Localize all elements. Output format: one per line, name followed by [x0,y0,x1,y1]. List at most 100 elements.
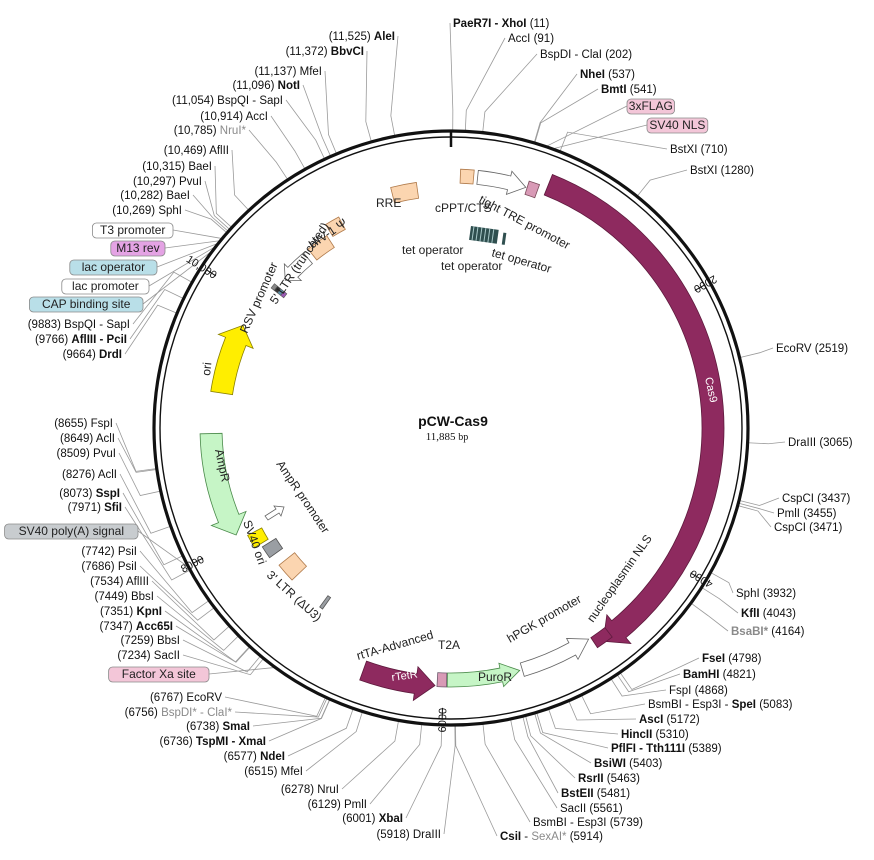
feature-puror[interactable] [446,662,521,688]
feature-ampr-promoter[interactable] [264,505,285,521]
site-label[interactable]: BsmBI - Esp3I (5739) [533,817,643,829]
site-label[interactable]: BsmBI - Esp3I - SpeI (5083) [648,699,793,711]
feature-hiv1-psi[interactable] [325,216,346,238]
site-leader-line [182,639,261,673]
site-label[interactable]: (10,297) PvuI [133,176,202,188]
feature-ori[interactable] [210,324,254,396]
site-label[interactable]: (7686) PsiI [81,561,137,573]
site-label[interactable]: FspI (4868) [669,685,728,697]
site-label[interactable]: (10,315) BaeI [142,161,212,173]
site-label[interactable]: (6577) NdeI [224,751,285,763]
site-label[interactable]: RsrII (5463) [578,773,640,785]
site-label[interactable]: (9664) DrdI [63,349,122,361]
site-label[interactable]: AccI (91) [508,33,554,45]
site-label[interactable]: BstXI (710) [670,144,728,156]
site-label[interactable]: (8276) AclI [62,469,117,481]
site-label[interactable]: (10,914) AccI [200,111,268,123]
site-label[interactable]: (10,269) SphI [112,205,182,217]
feature-rsv-promoter[interactable] [283,252,313,282]
boxed-label-frame [4,523,139,540]
site-label[interactable]: FseI (4798) [702,653,762,665]
site-leader-line [124,506,191,581]
site-label[interactable]: (11,372) BbvCI [286,46,364,58]
feature-layer [199,168,725,702]
boxed-label[interactable]: lac promoter [72,279,139,293]
site-label[interactable]: NheI (537) [580,69,635,81]
site-label[interactable]: (7234) SacII [117,650,180,662]
boxed-label[interactable]: T3 promoter [100,223,165,237]
site-label[interactable]: (10,282) BaeI [120,190,190,202]
site-label[interactable]: (7449) BbsI [95,591,154,603]
feature-rre[interactable] [390,181,420,204]
site-label[interactable]: SphI (3932) [736,588,796,600]
site-label[interactable]: BamHI (4821) [683,669,756,681]
site-label[interactable]: (6736) TspMI - XmaI [159,736,266,748]
site-label[interactable]: (5918) DraIII [376,829,441,841]
site-label[interactable]: KflI (4043) [741,608,796,620]
site-label[interactable]: (6129) PmlI [308,799,367,811]
boxed-label[interactable]: CAP binding site [42,297,131,311]
site-label[interactable]: (10,469) AflII [164,145,229,157]
site-label[interactable]: AscI (5172) [639,714,700,726]
boxed-label[interactable]: M13 rev [116,241,159,255]
site-label[interactable]: (6001) XbaI [342,813,403,825]
feature-sv40-polya[interactable] [261,537,284,559]
site-label[interactable]: (8655) FspI [54,418,113,430]
site-label[interactable]: (10,785) NruI* [174,125,247,137]
feature-hpgk-promoter[interactable] [519,638,590,677]
boxed-label[interactable]: SV40 poly(A) signal [19,524,124,538]
site-label[interactable]: BstXI (1280) [690,165,754,177]
site-label[interactable]: PflFI - Tth111I (5389) [611,743,722,755]
site-label[interactable]: CspCI (3437) [782,493,851,505]
feature-5ltr[interactable] [307,235,335,261]
site-label[interactable]: CsiI - SexAI* (5914) [500,831,603,843]
site-label[interactable]: PmlI (3455) [777,508,837,520]
site-label[interactable]: (7347) Acc65I [99,621,173,633]
feature-ampr[interactable] [199,432,247,536]
boxed-label[interactable]: 3xFLAG [629,99,673,113]
site-label[interactable]: (11,054) BspQI - SapI [172,95,283,107]
boxed-label[interactable]: lac operator [82,260,145,274]
feature-rtetr[interactable] [359,660,436,702]
site-label[interactable]: HincII (5310) [621,729,689,741]
site-label[interactable]: BspDI - ClaI (202) [540,49,632,61]
feature-t2a[interactable] [436,672,448,688]
site-label[interactable]: BstEII (5481) [561,788,630,800]
boxed-label[interactable]: Factor Xa site [122,667,196,681]
site-label[interactable]: (8509) PvuI [57,448,116,460]
site-leader-line [324,70,337,155]
site-label[interactable]: (11,096) NotI [232,80,300,92]
feature-nucleoplasmin-nls[interactable] [590,627,613,649]
feature-tight-tre-promoter[interactable] [476,170,527,196]
site-label[interactable]: (11,525) AleI [329,31,395,43]
site-label[interactable]: EcoRV (2519) [776,343,848,355]
tet-operator-block[interactable] [469,226,507,245]
site-label[interactable]: (8073) SspI [59,488,120,500]
site-label[interactable]: CspCI (3471) [774,522,843,534]
site-label[interactable]: SacII (5561) [560,803,623,815]
boxed-label[interactable]: SV40 NLS [649,118,705,132]
site-label[interactable]: (8649) AclI [60,433,115,445]
feature-cppt-cts[interactable] [459,168,475,185]
site-label[interactable]: BsaBI* (4164) [731,626,805,638]
feature-sv40-nls-mark[interactable] [524,180,541,199]
site-label[interactable]: (6278) NruI [281,784,339,796]
site-label[interactable]: (6767) EcoRV [150,692,222,704]
site-label[interactable]: (9766) AflIII - PciI [35,334,127,346]
site-label[interactable]: DraIII (3065) [788,437,853,449]
site-label[interactable]: (11,137) MfeI [254,66,322,78]
site-label[interactable]: BsiWI (5403) [594,758,663,770]
site-label[interactable]: (7742) PsiI [81,546,137,558]
site-label[interactable]: (6738) SmaI [186,721,250,733]
site-label[interactable]: (6756) BspDI* - ClaI* [125,707,233,719]
feature-sv40-ori[interactable] [247,527,269,549]
site-label[interactable]: (7351) KpnI [100,606,162,618]
site-label[interactable]: (6515) MfeI [244,766,303,778]
site-label[interactable]: (7259) BbsI [121,635,180,647]
site-label[interactable]: (9883) BspQI - SapI [28,319,130,331]
site-label[interactable]: (7534) AflIII [90,576,149,588]
feature-3ltr[interactable] [278,552,308,581]
site-label[interactable]: PaeR7I - XhoI (11) [453,18,549,30]
site-label[interactable]: (7971) SfiI [68,502,122,514]
site-label[interactable]: BmtI (541) [601,84,657,96]
